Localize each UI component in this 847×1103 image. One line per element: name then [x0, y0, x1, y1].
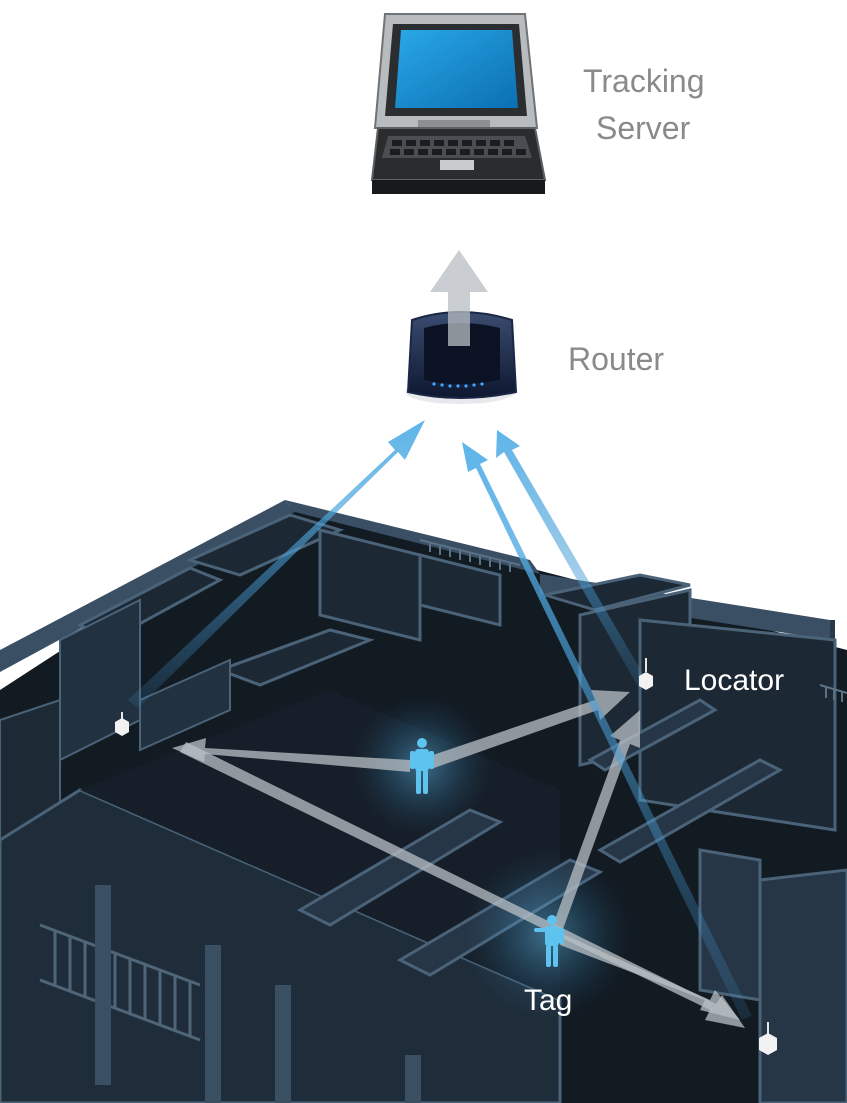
- locator-icon: [759, 1022, 777, 1055]
- laptop-icon: [370, 13, 547, 194]
- tag-to-locator-arrows: [172, 690, 745, 1028]
- tracking-label: Tracking: [583, 63, 705, 99]
- router-icon: [405, 311, 518, 404]
- person-icon: [534, 915, 564, 967]
- person-icon: [410, 738, 434, 794]
- locator-icon: [115, 712, 129, 736]
- uplink-arrow: [430, 250, 488, 346]
- locator-icon: [639, 658, 653, 690]
- tag-label: Tag: [524, 984, 573, 1017]
- server-label: Server: [596, 110, 691, 146]
- router-label: Router: [568, 341, 665, 377]
- locator-to-router-arrows: [128, 420, 752, 1020]
- locator-label: Locator: [684, 664, 785, 697]
